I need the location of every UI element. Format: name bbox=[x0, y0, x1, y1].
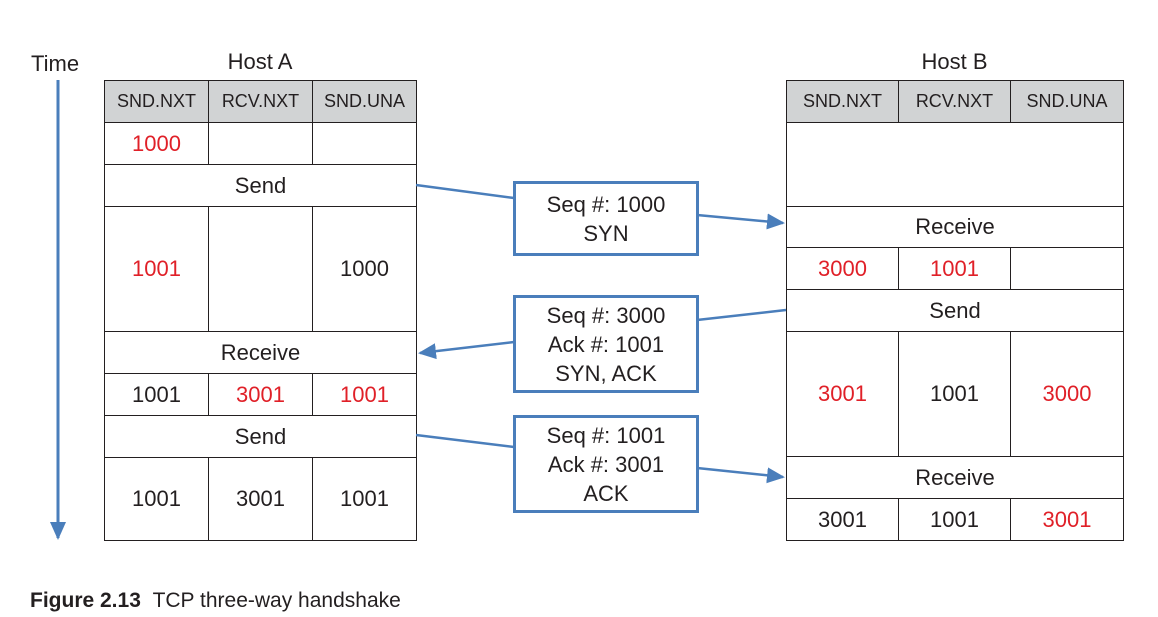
synack-message-line-2: Ack #: 1001 bbox=[547, 331, 665, 357]
ack-message-line-1: Seq #: 1001 bbox=[546, 422, 666, 448]
host-b-r3-snd-una: 3001 bbox=[1010, 498, 1124, 541]
host-b-table: SND.NXT RCV.NXT SND.UNA Receive 3000 100… bbox=[786, 80, 1124, 541]
host-a-r2-rcv-nxt bbox=[208, 206, 313, 332]
syn-arrow-out bbox=[696, 213, 785, 230]
host-a-r3-snd-nxt: 1001 bbox=[104, 373, 209, 416]
host-a-r4-rcv-nxt: 3001 bbox=[208, 457, 313, 541]
host-b-r1-snd-una bbox=[1010, 247, 1124, 290]
figure-caption-text: TCP three-way handshake bbox=[152, 589, 401, 612]
figure-caption-label: Figure 2.13 bbox=[30, 589, 141, 612]
host-b-r3-rcv-nxt: 1001 bbox=[898, 498, 1011, 541]
host-b-receive-event-2: Receive bbox=[786, 456, 1124, 499]
synack-message-line-1: Seq #: 3000 bbox=[546, 302, 666, 328]
host-b-r2-snd-una: 3000 bbox=[1010, 331, 1124, 457]
host-a-send-event-1: Send bbox=[104, 164, 417, 207]
host-a-r2-snd-una: 1000 bbox=[312, 206, 417, 332]
host-b-empty-block bbox=[786, 122, 1124, 207]
host-a-r1-rcv-nxt bbox=[208, 122, 313, 165]
host-b-r3-snd-nxt: 3001 bbox=[786, 498, 899, 541]
host-a-table: SND.NXT RCV.NXT SND.UNA 1000 Send 1001 1… bbox=[104, 80, 417, 541]
time-label: Time bbox=[31, 51, 80, 76]
ack-message-box: Seq #: 1001 Ack #: 3001 ACK bbox=[513, 415, 699, 513]
host-b-r2-snd-nxt: 3001 bbox=[786, 331, 899, 457]
host-b-title: Host B bbox=[921, 49, 988, 74]
host-a-r4-snd-una: 1001 bbox=[312, 457, 417, 541]
figure-caption: Figure 2.13 TCP three-way handshake bbox=[30, 589, 401, 613]
host-a-receive-event: Receive bbox=[104, 331, 417, 374]
synack-arrow-out bbox=[418, 340, 515, 360]
host-b-r2-rcv-nxt: 1001 bbox=[898, 331, 1011, 457]
syn-message-line-1: Seq #: 1000 bbox=[546, 191, 666, 217]
syn-arrow-in bbox=[415, 183, 515, 200]
synack-arrow-in bbox=[696, 308, 787, 322]
syn-message-line-2: SYN bbox=[583, 220, 629, 246]
host-b-header-rcv-nxt: RCV.NXT bbox=[898, 80, 1011, 123]
ack-arrow-in bbox=[415, 433, 515, 449]
host-a-r4-snd-nxt: 1001 bbox=[104, 457, 209, 541]
ack-arrow-out bbox=[696, 466, 785, 484]
synack-message-line-3: SYN, ACK bbox=[555, 360, 657, 386]
synack-message-box: Seq #: 3000 Ack #: 1001 SYN, ACK bbox=[513, 295, 699, 393]
ack-message-line-3: ACK bbox=[583, 480, 629, 506]
ack-message-line-2: Ack #: 3001 bbox=[547, 451, 665, 477]
host-a-r1-snd-nxt: 1000 bbox=[104, 122, 209, 165]
host-a-r3-snd-una: 1001 bbox=[312, 373, 417, 416]
host-a-header-snd-una: SND.UNA bbox=[312, 80, 417, 123]
host-b-r1-snd-nxt: 3000 bbox=[786, 247, 899, 290]
host-b-r1-rcv-nxt: 1001 bbox=[898, 247, 1011, 290]
host-a-title: Host A bbox=[227, 49, 293, 74]
syn-message-box: Seq #: 1000 SYN bbox=[513, 181, 699, 256]
host-a-r1-snd-una bbox=[312, 122, 417, 165]
host-b-header-snd-una: SND.UNA bbox=[1010, 80, 1124, 123]
host-a-r3-rcv-nxt: 3001 bbox=[208, 373, 313, 416]
